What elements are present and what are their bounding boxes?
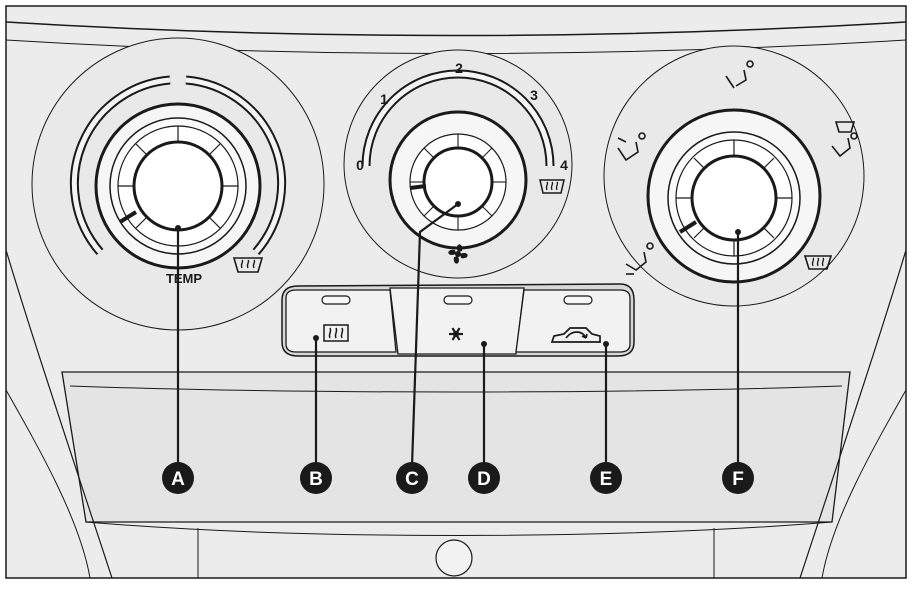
callout-c-label: C (405, 469, 419, 490)
callout-d: D (468, 462, 500, 494)
air-conditioning-indicator (443, 295, 473, 305)
windscreen-defrost-icon (803, 255, 833, 270)
temperature-knob-pointer (118, 210, 138, 224)
rear-defrost-indicator (321, 295, 351, 305)
air-distribution-knob-pointer (678, 220, 698, 234)
vent-face-feet-icon (617, 132, 646, 162)
callout-f: F (722, 462, 754, 494)
fan-defrost-icon (539, 179, 565, 194)
callout-a: A (162, 462, 194, 494)
windscreen-defrost-icon (232, 257, 264, 273)
fan-icon (448, 244, 468, 264)
callout-a-label: A (171, 469, 185, 490)
air-distribution-knob[interactable] (646, 108, 822, 284)
air-conditioning-snowflake-icon (449, 327, 463, 341)
air-recirculation-icon (550, 327, 601, 343)
rear-window-defrost-icon (323, 324, 349, 342)
temp-label: TEMP (166, 271, 202, 286)
fan-knob-pointer (409, 184, 427, 190)
callout-c: C (396, 462, 428, 494)
vent-face-icon (725, 60, 754, 89)
callout-e-label: E (600, 469, 613, 490)
callout-b: B (300, 462, 332, 494)
fan-scale-2: 2 (455, 60, 463, 76)
fan-speed-dial-group: 0 1 2 3 4 (343, 49, 573, 279)
callout-f-label: F (732, 469, 744, 490)
leader-dots (175, 201, 741, 347)
recirculation-indicator (563, 295, 593, 305)
fan-scale-4: 4 (560, 157, 568, 173)
fan-scale-0: 0 (356, 157, 364, 173)
callout-d-label: D (477, 469, 491, 490)
air-distribution-dial-group (603, 45, 865, 307)
fan-knob[interactable] (388, 110, 528, 250)
air-conditioning-button[interactable] (389, 287, 525, 355)
callout-b-label: B (309, 469, 323, 490)
button-strip (281, 283, 635, 357)
leader-lines (176, 203, 740, 467)
temperature-knob[interactable] (94, 102, 262, 270)
fan-scale-1: 1 (380, 91, 388, 107)
rear-defrost-button[interactable] (285, 289, 397, 353)
recirculation-button[interactable] (515, 289, 631, 353)
vent-feet-icon (625, 242, 654, 275)
vent-feet-defrost-icon (831, 121, 858, 158)
fan-scale-3: 3 (530, 87, 538, 103)
callout-e: E (590, 462, 622, 494)
panel-socket (435, 539, 473, 577)
